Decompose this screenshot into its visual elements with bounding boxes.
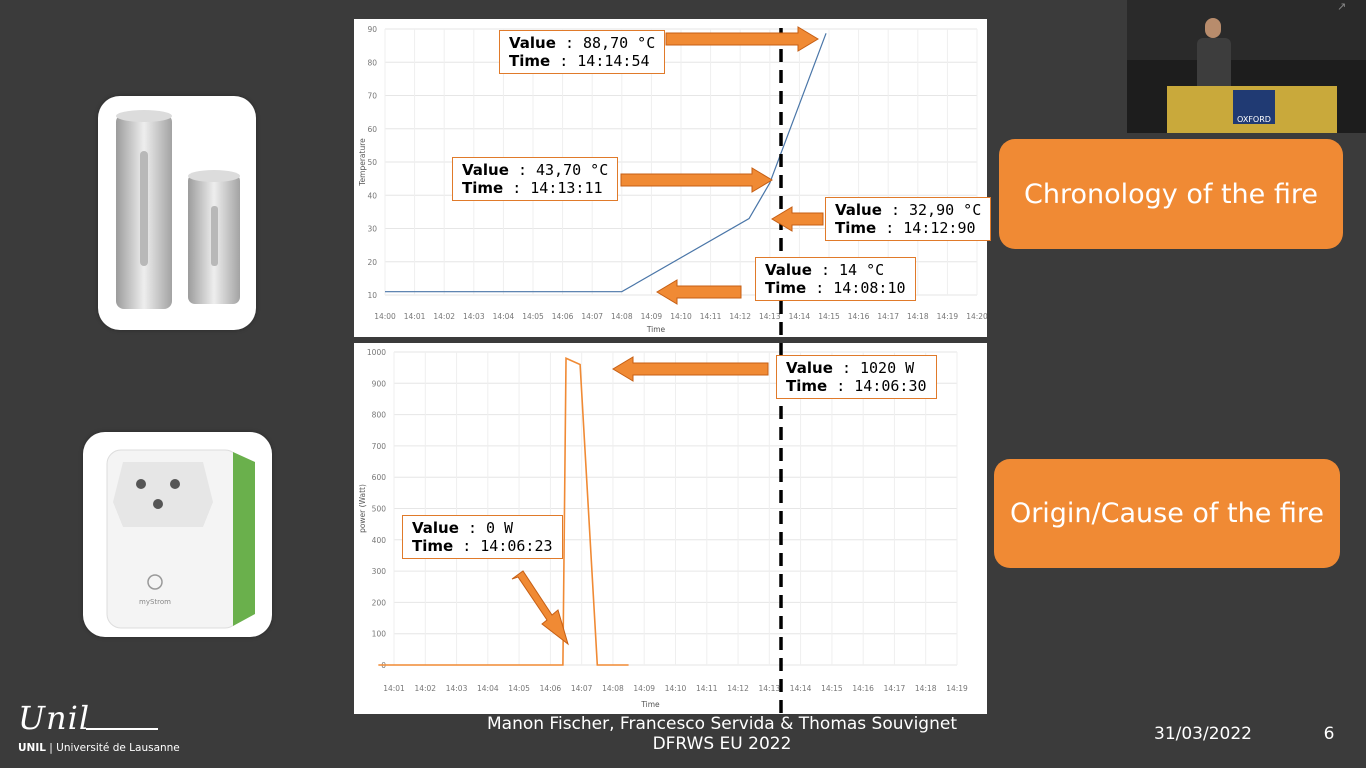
weather-station-illustration (116, 110, 240, 309)
x-tick-label: 14:00 (374, 312, 396, 321)
x-tick-label: 14:06 (540, 684, 562, 693)
y-axis-label: power (Watt) (358, 484, 367, 533)
video-background (1127, 0, 1366, 60)
y-tick-label: 100 (372, 630, 387, 639)
event-line: DFRWS EU 2022 (652, 734, 792, 754)
y-tick-label: 400 (372, 536, 387, 545)
x-tick-label: 14:12 (729, 312, 751, 321)
x-tick-label: 14:12 (727, 684, 749, 693)
oxford-crest: OXFORD (1233, 90, 1275, 124)
authors-line: Manon Fischer, Francesco Servida & Thoma… (486, 714, 957, 734)
y-tick-label: 300 (372, 567, 387, 576)
y-tick-label: 200 (372, 598, 387, 607)
x-tick-label: 14:18 (907, 312, 929, 321)
slide-page-number: 6 (1323, 724, 1335, 744)
x-tick-label: 14:09 (633, 684, 655, 693)
footer-authors: Manon Fischer, Francesco Servida & Thoma… (440, 714, 1004, 754)
x-tick-label: 14:20 (966, 312, 987, 321)
series-line (378, 357, 629, 666)
callout-temp-43: Value : 43,70 °C Time : 14:13:11 (452, 157, 619, 201)
chronology-button[interactable]: Chronology of the fire (999, 139, 1343, 249)
x-axis-label: Time (640, 700, 660, 709)
origin-cause-button[interactable]: Origin/Cause of the fire (994, 459, 1340, 568)
callout-temp-88: Value : 88,70 °C Time : 14:14:54 (499, 30, 666, 74)
x-tick-label: 14:16 (848, 312, 870, 321)
x-tick-label: 14:07 (571, 684, 593, 693)
x-tick-label: 14:05 (522, 312, 544, 321)
x-tick-label: 14:04 (477, 684, 499, 693)
x-tick-label: 14:07 (581, 312, 603, 321)
x-tick-label: 14:14 (790, 684, 812, 693)
smart-plug-image: myStrom (83, 432, 272, 637)
plug-brand-label: myStrom (139, 598, 171, 606)
callout-power-0: Value : 0 W Time : 14:06:23 (402, 515, 563, 559)
y-tick-label: 1000 (367, 348, 386, 357)
x-tick-label: 14:03 (446, 684, 468, 693)
y-tick-label: 40 (367, 191, 377, 200)
x-tick-label: 14:08 (611, 312, 633, 321)
x-tick-label: 14:01 (383, 684, 405, 693)
callout-temp-14: Value : 14 °C Time : 14:08:10 (755, 257, 916, 301)
lectern-text: OXFORD (1237, 115, 1271, 124)
x-tick-label: 14:09 (641, 312, 663, 321)
x-tick-label: 14:03 (463, 312, 485, 321)
video-control-icon[interactable]: ↗ (1337, 0, 1347, 13)
x-tick-label: 14:18 (915, 684, 937, 693)
y-tick-label: 800 (372, 411, 387, 420)
y-tick-label: 90 (367, 25, 377, 34)
x-tick-label: 14:06 (552, 312, 574, 321)
y-tick-label: 900 (372, 379, 387, 388)
y-tick-label: 600 (372, 473, 387, 482)
x-tick-label: 14:11 (696, 684, 718, 693)
x-tick-label: 14:10 (670, 312, 692, 321)
x-tick-label: 14:02 (414, 684, 436, 693)
y-tick-label: 60 (367, 125, 377, 134)
x-tick-label: 14:14 (789, 312, 811, 321)
unil-logo-script: Unil (18, 699, 91, 737)
callout-power-1020: Value : 1020 W Time : 14:06:30 (776, 355, 937, 399)
x-tick-label: 14:08 (602, 684, 624, 693)
x-tick-label: 14:13 (759, 312, 781, 321)
y-tick-label: 80 (367, 58, 377, 67)
x-tick-label: 14:11 (700, 312, 722, 321)
x-tick-label: 14:01 (404, 312, 426, 321)
x-tick-label: 14:05 (508, 684, 530, 693)
x-tick-label: 14:19 (946, 684, 968, 693)
x-tick-label: 14:10 (665, 684, 687, 693)
x-tick-label: 14:17 (884, 684, 906, 693)
y-tick-label: 20 (367, 258, 377, 267)
unil-logo-caption: UNIL | Université de Lausanne (18, 742, 180, 754)
weather-station-image (98, 96, 256, 330)
y-axis-label: Temperature (358, 138, 367, 187)
slide-date: 31/03/2022 (1154, 724, 1252, 744)
y-tick-label: 500 (372, 505, 387, 514)
x-tick-label: 14:19 (937, 312, 959, 321)
y-tick-label: 70 (367, 92, 377, 101)
x-tick-label: 14:17 (877, 312, 899, 321)
x-tick-label: 14:15 (821, 684, 843, 693)
x-tick-label: 14:13 (759, 684, 781, 693)
y-tick-label: 10 (367, 291, 377, 300)
x-axis-label: Time (646, 325, 666, 334)
x-tick-label: 14:04 (493, 312, 515, 321)
unil-logo: Unil UNIL | Université de Lausanne (18, 700, 188, 760)
lectern: OXFORD (1167, 86, 1337, 133)
x-tick-label: 14:02 (433, 312, 455, 321)
x-tick-label: 14:16 (852, 684, 874, 693)
y-tick-label: 700 (372, 442, 387, 451)
x-tick-label: 14:15 (818, 312, 840, 321)
y-tick-label: 50 (367, 158, 377, 167)
speaker-video: OXFORD ↗ (1127, 0, 1366, 133)
smart-plug-illustration: myStrom (106, 449, 255, 629)
callout-temp-32: Value : 32,90 °C Time : 14:12:90 (825, 197, 992, 241)
y-tick-label: 30 (367, 225, 377, 234)
